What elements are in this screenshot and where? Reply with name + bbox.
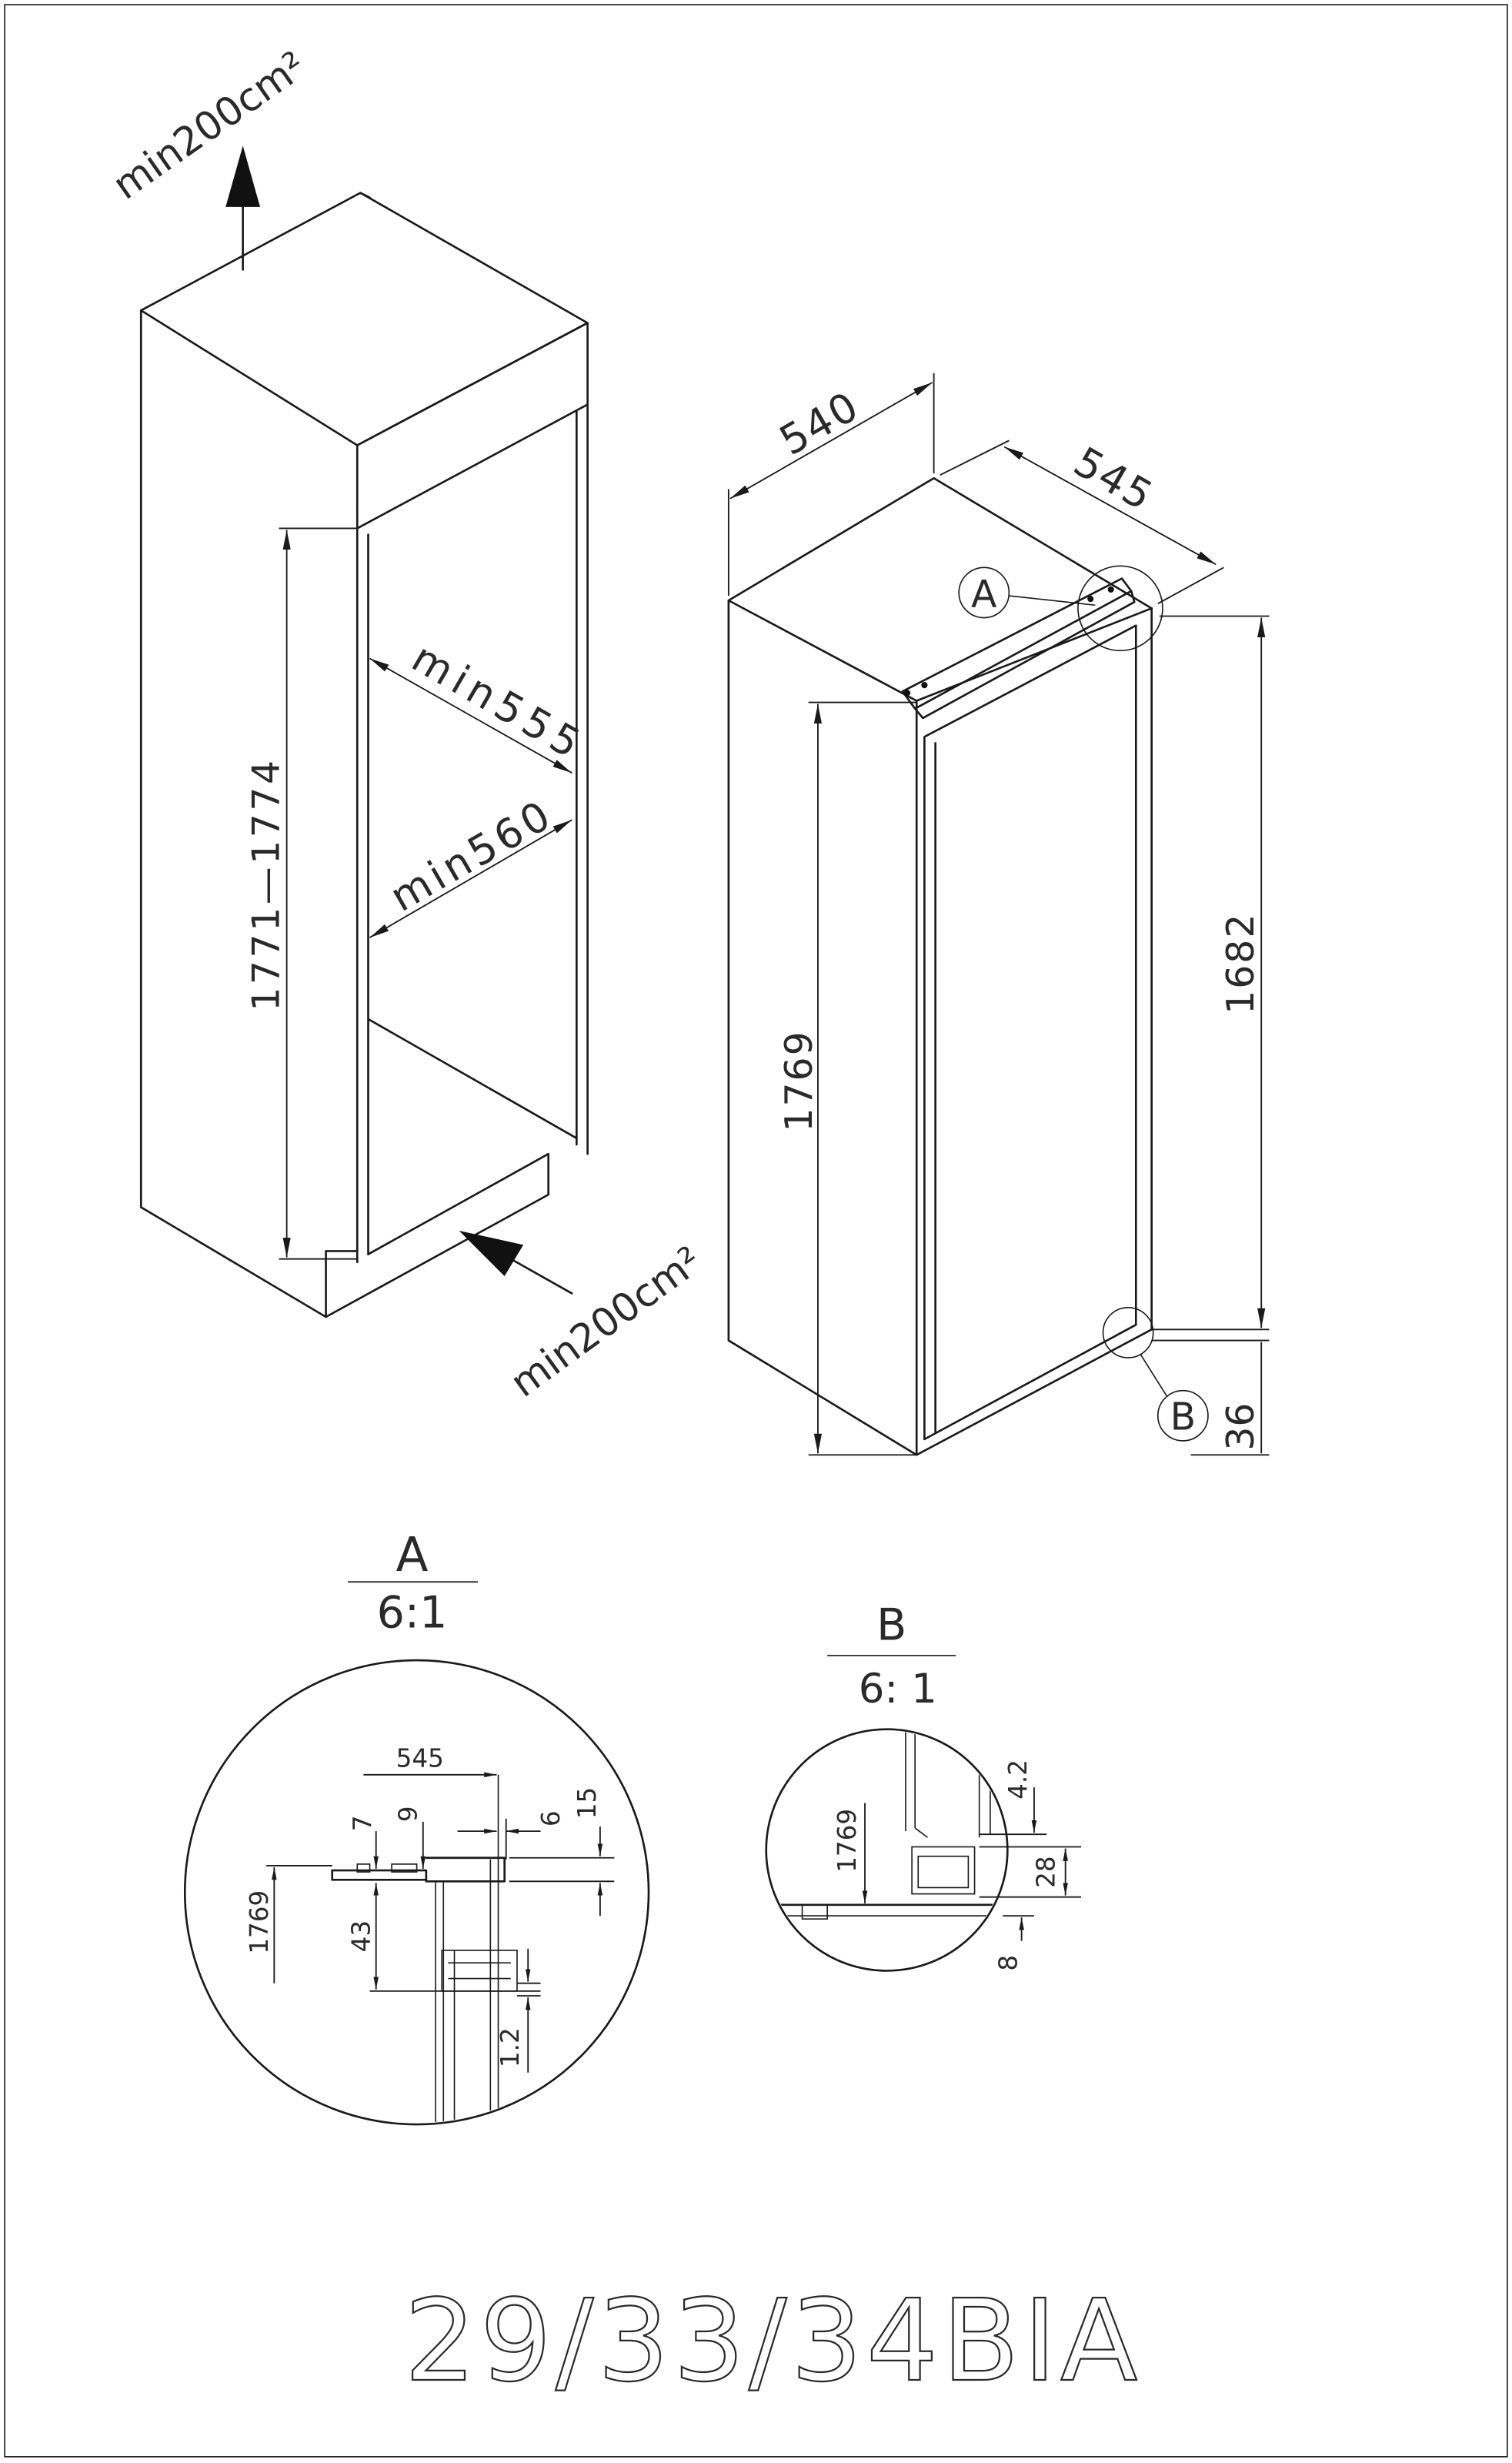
detail-a-9-value: 9 [394,1806,423,1822]
niche-inner-floor [367,1018,578,1140]
callout-a-bubble [958,566,1010,619]
detail-b-28-value: 28 [1031,1856,1060,1887]
detail-b-circle [765,1728,1009,1972]
detail-b-label: B [876,1600,906,1651]
detail-a-door-panel [435,1881,456,2123]
detail-a-cabinet-front [489,1774,499,2123]
callout-a-leader [1009,595,1096,607]
vent-top-arrow-head [225,145,261,207]
height-extension-lines [808,701,917,1456]
niche-depth-top-value: min555 [404,634,588,767]
callout-a-circle [1077,565,1163,652]
vent-bottom-label: min200cm² [502,1238,710,1407]
sheet-border [4,4,1508,2458]
rail-screw-3 [1087,596,1094,603]
depth-dimension-line [1003,446,1217,566]
detail-a-gap-extensions [516,1982,541,1997]
plinth-gap-value: 36 [1219,1403,1263,1451]
detail-a-15-value: 15 [572,1787,602,1819]
detail-a-hinge-inner [448,1962,511,1980]
niche-depth-bottom-dimension-line [369,819,572,938]
niche-height-value: 1771—1774 [244,760,288,1011]
niche-left-side [139,309,327,1318]
rail-screw-2 [921,682,928,689]
detail-b-height-value: 1769 [833,1809,862,1873]
detail-a-rail-bracket [331,1856,506,1883]
width-extension-lines [727,373,935,597]
appliance-view: A B 540 545 1769 1682 36 [727,373,1270,1456]
detail-a-43-value: 43 [347,1920,376,1952]
rail-screw-4 [1107,586,1114,593]
detail-a-scale: 6:1 [377,1587,448,1638]
niche-top-panel [139,192,589,446]
door-height-extension-lines [1151,615,1270,1331]
detail-a-geometry [331,1774,518,2123]
detail-b-8-value: 8 [994,1955,1023,1971]
detail-a-7-value: 7 [349,1816,378,1832]
detail-a: A 6:1 545 7 9 6 15 1769 [183,1528,650,2126]
rail-screw-1 [903,690,911,697]
detail-a-hinge-block [441,1950,518,1992]
detail-a-15-extensions [509,1856,615,1883]
door-height-value: 1682 [1219,914,1263,1014]
detail-b: B 6: 1 4.2 28 8 1769 [765,1600,1082,1972]
plinth-gap-extension-lines [1151,1339,1270,1456]
detail-a-depth-value: 545 [396,1744,444,1773]
niche-height-extension-lines [279,527,358,1260]
width-value: 540 [772,383,866,465]
vent-bottom-arrow-shaft [509,1258,573,1295]
detail-b-geometry [767,1730,1006,1920]
callout-b-bubble [1157,1389,1209,1442]
callout-b-leader [1140,1354,1168,1398]
detail-b-4-2-value: 4.2 [1003,1760,1033,1800]
detail-b-scale: 6: 1 [859,1666,937,1713]
appliance-top-rail [901,577,1136,720]
detail-a-6-value: 6 [536,1810,566,1826]
detail-a-height-value: 1769 [245,1890,274,1954]
niche-right-inner [576,403,589,1155]
niche-plinth [325,1152,550,1318]
model-title: 29/33/34BIA [404,2275,1137,2407]
callout-b-letter: B [1170,1395,1197,1439]
vent-top-label: min200cm² [105,43,315,209]
detail-a-screw-left [356,1863,371,1873]
niche-depth-bottom-value: min560 [382,793,558,921]
detail-b-extensions [979,1833,1082,1917]
vent-bottom-arrow-head [459,1230,524,1277]
niche-header-front [355,322,589,530]
detail-a-label: A [396,1528,429,1582]
detail-a-screw-right [391,1863,418,1873]
detail-b-door-edge [905,1730,928,1838]
detail-b-plinth-inner [917,1855,970,1889]
detail-b-plinth-block [911,1846,976,1895]
appliance-door [923,624,1137,1441]
height-value: 1769 [777,1031,821,1131]
width-dimension-line [729,382,933,500]
callout-b-circle [1102,1306,1154,1358]
appliance-top-face [727,476,1153,702]
detail-b-foot [801,1904,828,1920]
niche-depth-top-dimension-line [369,657,572,774]
detail-a-circle [183,1659,650,2126]
cabinet-niche: min200cm² min200cm² 1771—1774 min555 min… [105,43,711,1406]
niche-front-edge [355,527,369,1264]
depth-extension-lines [940,439,1224,605]
callout-a-letter: A [971,572,997,616]
detail-a-gap-value: 1.2 [496,2027,525,2067]
